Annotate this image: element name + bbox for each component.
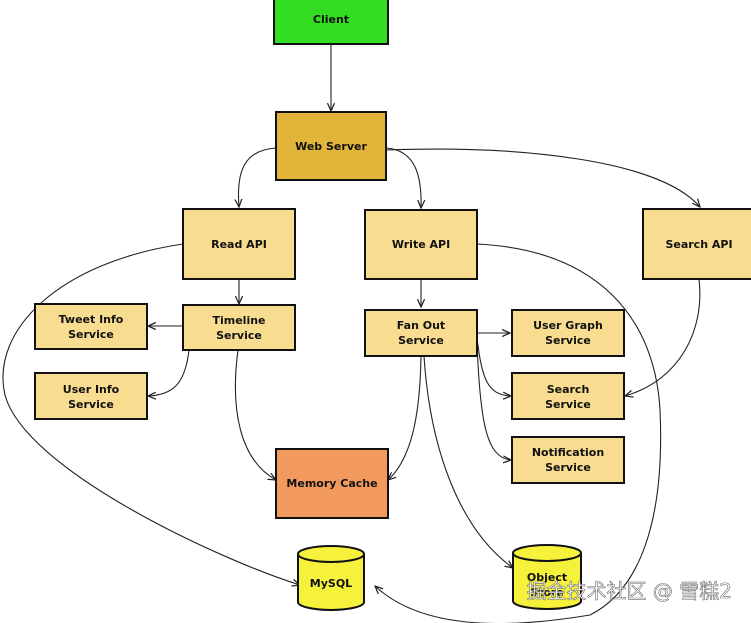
- svg-text:Read API: Read API: [211, 238, 267, 251]
- edge-fanout-memorycache: [388, 355, 422, 480]
- node-mysql[interactable]: MySQL: [297, 545, 365, 611]
- svg-text:Service: Service: [216, 329, 262, 342]
- edge-webserver-writeapi: [385, 147, 421, 208]
- edge-timeline-memorycache: [234, 349, 276, 480]
- svg-text:Service: Service: [545, 461, 591, 474]
- node-timeline-service[interactable]: Timeline Service: [182, 304, 296, 351]
- svg-text:Memory Cache: Memory Cache: [286, 477, 377, 490]
- node-memory-cache[interactable]: Memory Cache: [275, 448, 389, 519]
- edge-fanout-notification: [476, 342, 511, 460]
- svg-text:Store: Store: [530, 586, 564, 599]
- svg-text:MySQL: MySQL: [310, 577, 352, 590]
- svg-text:User Graph: User Graph: [533, 319, 603, 332]
- svg-text:Search: Search: [547, 383, 590, 396]
- node-fan-out-service[interactable]: Fan Out Service: [364, 309, 478, 357]
- svg-text:User Info: User Info: [63, 383, 120, 396]
- edge-webserver-searchapi: [385, 148, 700, 207]
- edge-writeapi-mysql: [375, 243, 662, 623]
- edge-readapi-mysql: [2, 243, 300, 585]
- edge-fanout-search: [476, 337, 511, 396]
- node-web-server[interactable]: Web Server: [275, 111, 387, 181]
- watermark-text: 掘金技术社区 @ 雪糕2: [527, 579, 732, 603]
- node-user-graph-service[interactable]: User Graph Service: [511, 309, 625, 357]
- node-tweet-info-service[interactable]: Tweet Info Service: [34, 303, 148, 350]
- edge-webserver-readapi: [238, 147, 277, 207]
- svg-text:Timeline: Timeline: [212, 314, 265, 327]
- node-notification-service[interactable]: Notification Service: [511, 436, 625, 484]
- nodes: Client Web Server Read API Write API Sea…: [34, 0, 751, 611]
- svg-text:Web Server: Web Server: [295, 140, 367, 153]
- node-search-service[interactable]: Search Service: [511, 372, 625, 420]
- edge-searchapi-searchservice: [625, 278, 701, 396]
- svg-text:Object: Object: [527, 571, 567, 584]
- svg-text:Service: Service: [68, 328, 114, 341]
- edge-fanout-objectstore: [423, 355, 513, 568]
- node-search-api[interactable]: Search API: [642, 208, 751, 280]
- node-user-info-service[interactable]: User Info Service: [34, 372, 148, 420]
- svg-text:Fan Out: Fan Out: [397, 319, 445, 332]
- svg-text:Service: Service: [398, 334, 444, 347]
- edge-timeline-userinfo: [148, 349, 190, 396]
- svg-text:Service: Service: [545, 398, 591, 411]
- svg-text:Service: Service: [68, 398, 114, 411]
- svg-text:Notification: Notification: [532, 446, 604, 459]
- svg-text:Write API: Write API: [392, 238, 450, 251]
- node-object-store[interactable]: Object Store: [512, 544, 582, 610]
- edges: [2, 44, 701, 623]
- svg-text:Client: Client: [313, 13, 349, 26]
- svg-text:Tweet Info: Tweet Info: [59, 313, 124, 326]
- svg-text:Search API: Search API: [665, 238, 732, 251]
- node-read-api[interactable]: Read API: [182, 208, 296, 280]
- node-client[interactable]: Client: [273, 0, 389, 45]
- svg-text:Service: Service: [545, 334, 591, 347]
- node-write-api[interactable]: Write API: [364, 209, 478, 280]
